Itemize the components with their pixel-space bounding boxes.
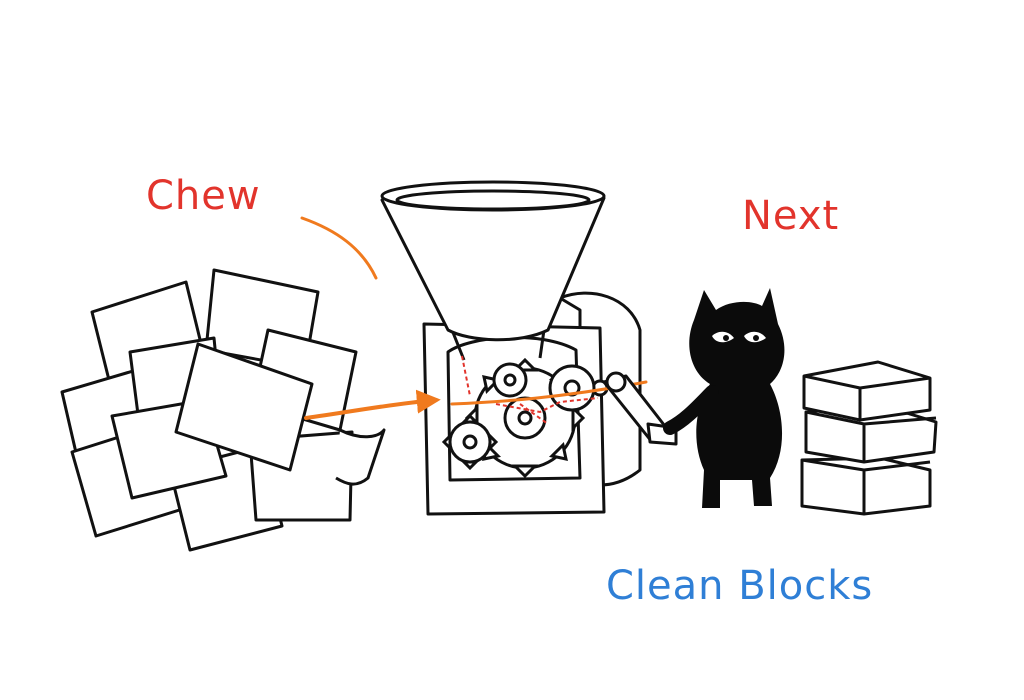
paper-sheet bbox=[335, 428, 386, 486]
next-label: Next bbox=[742, 193, 840, 239]
block bbox=[804, 404, 938, 464]
paper-sheet bbox=[174, 342, 314, 472]
clean-blocks-label: Clean Blocks bbox=[606, 563, 874, 609]
block bbox=[800, 456, 932, 516]
cat-body bbox=[689, 288, 785, 508]
chew-label: Chew bbox=[146, 173, 261, 219]
grinding-sparks bbox=[461, 355, 599, 425]
flow-arrow bbox=[304, 389, 441, 420]
paper-pile bbox=[60, 268, 386, 552]
motion-line bbox=[300, 216, 378, 280]
cat-arm bbox=[663, 385, 719, 435]
gears bbox=[441, 357, 596, 479]
block bbox=[802, 360, 932, 422]
cat-operator bbox=[663, 288, 785, 508]
clean-blocks-stack bbox=[800, 360, 938, 516]
crank-handle bbox=[602, 371, 678, 446]
